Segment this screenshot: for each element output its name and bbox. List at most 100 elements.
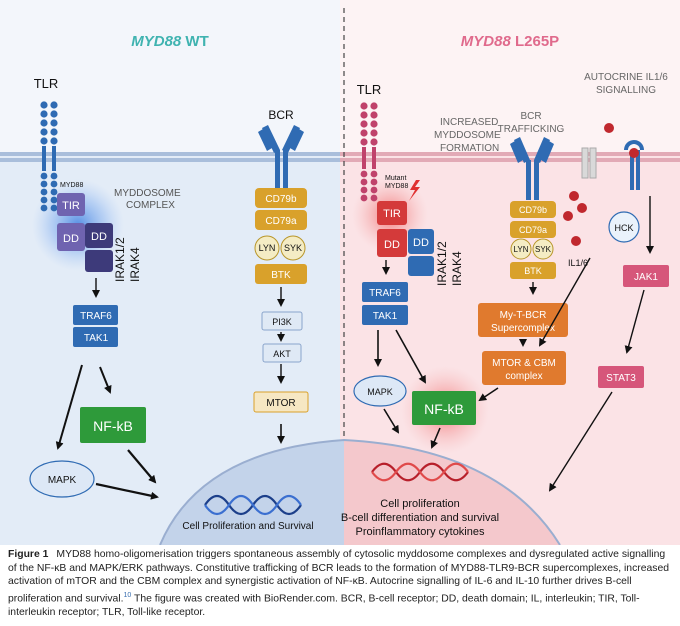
right-irak12-label: IRAK1/2 [435, 241, 449, 286]
nuclear-envelope [159, 438, 561, 545]
svg-text:DD: DD [384, 239, 400, 251]
right-autocrine-label-2: SIGNALLING [596, 85, 656, 96]
right-syk-circle: SYK [532, 238, 554, 260]
left-tak1-box: TAK1 [73, 327, 118, 347]
right-bcr-label-1: BCR [520, 111, 541, 122]
left-traf6-box: TRAF6 [73, 305, 118, 325]
svg-text:MTOR: MTOR [266, 398, 295, 409]
right-nucleus [344, 440, 560, 545]
left-dd-box: DD [57, 223, 85, 251]
svg-text:TRAF6: TRAF6 [80, 311, 112, 322]
svg-text:complex: complex [505, 371, 542, 382]
left-bcr-receptor [258, 125, 304, 188]
left-mapk-oval: MAPK [29, 460, 95, 498]
right-mutant-label-2: MYD88 [385, 183, 408, 190]
figure-label: Figure 1 [8, 549, 49, 560]
left-nucleus-text: Cell Proliferation and Survival [182, 521, 313, 532]
right-dd-box: DD [377, 229, 407, 257]
svg-text:CD79a: CD79a [519, 225, 547, 235]
svg-text:DD: DD [63, 233, 79, 245]
svg-text:AKT: AKT [273, 349, 291, 359]
left-tir-box: TIR [57, 193, 85, 216]
left-tlr-label: TLR [34, 76, 59, 91]
right-nucleus-text-3: Proinflammatory cytokines [356, 526, 485, 538]
left-title: MYD88 WT [131, 33, 209, 50]
right-mtorcbm-box: MTOR & CBM complex [482, 351, 566, 385]
right-stat3-box: STAT3 [598, 366, 644, 388]
left-lyn-circle: LYN [254, 235, 280, 261]
left-tlr-receptor [40, 101, 58, 212]
right-mapk-oval: MAPK [353, 375, 407, 407]
left-complex-label: COMPLEX [126, 200, 175, 211]
svg-text:MTOR & CBM: MTOR & CBM [492, 358, 556, 369]
right-title: MYD88 L265P [461, 33, 559, 50]
left-nucleus [160, 440, 344, 545]
svg-text:LYN: LYN [514, 245, 529, 254]
right-btk-box: BTK [510, 262, 556, 279]
right-autocrine-label-1: AUTOCRINE IL1/6 [584, 72, 668, 83]
svg-text:NF-kB: NF-kB [93, 418, 133, 434]
svg-text:CD79a: CD79a [265, 216, 297, 227]
svg-text:MAPK: MAPK [48, 475, 77, 486]
right-irak-dd-box: DD [408, 229, 434, 276]
svg-text:TAK1: TAK1 [84, 333, 109, 344]
right-increased-label-3: FORMATION [440, 143, 499, 154]
left-btk-box: BTK [255, 264, 307, 284]
svg-text:DD: DD [413, 237, 429, 249]
cell-membrane [0, 152, 680, 162]
right-dna-helix [371, 462, 469, 482]
caption-reference[interactable]: 10 [123, 591, 132, 599]
right-lyn-circle: LYN [510, 238, 532, 260]
left-mtor-box: MTOR [253, 391, 309, 413]
left-nfkb-box: NF-kB [80, 407, 146, 443]
svg-text:Supercomplex: Supercomplex [491, 323, 555, 334]
svg-text:BTK: BTK [524, 266, 542, 276]
svg-text:PI3K: PI3K [272, 317, 292, 327]
left-dna-helix [204, 494, 302, 516]
right-mytbcr-box: My-T-BCR Supercomplex [478, 303, 568, 337]
right-cd79b-box: CD79b [510, 201, 556, 218]
left-irak4-label: IRAK4 [128, 247, 142, 282]
left-myd88-label: MYD88 [60, 182, 83, 189]
svg-text:LYN: LYN [259, 243, 276, 253]
right-increased-label-1: INCREASED [440, 117, 498, 128]
right-nucleus-text-1: Cell proliferation [380, 498, 459, 510]
svg-text:SYK: SYK [284, 243, 302, 253]
right-nfkb-box: NF-kB [412, 391, 476, 425]
svg-text:CD79b: CD79b [519, 205, 547, 215]
caption-text-2: The figure was created with BioRender.co… [8, 593, 640, 618]
right-hck-circle: HCK [608, 211, 640, 243]
left-bcr-label: BCR [268, 108, 294, 122]
left-irak12-label: IRAK1/2 [113, 237, 127, 282]
right-mutant-label-1: Mutant [385, 175, 406, 182]
right-jak1-box: JAK1 [623, 265, 669, 287]
right-traf6-box: TRAF6 [362, 282, 408, 302]
right-tir-box: TIR [377, 201, 407, 225]
right-irak4-label: IRAK4 [450, 251, 464, 286]
svg-text:BTK: BTK [271, 270, 291, 281]
lightning-mutation-icon [409, 180, 420, 201]
il-secretion-channel [581, 147, 597, 179]
il16-label: IL1/6 [568, 258, 588, 268]
left-myddosome-label: MYDDOSOME [114, 188, 181, 199]
left-syk-circle: SYK [280, 235, 306, 261]
svg-text:TAK1: TAK1 [373, 311, 398, 322]
left-pi3k-box: PI3K [261, 311, 303, 331]
right-tlr-label: TLR [357, 82, 382, 97]
right-increased-label-2: MYDDOSOME [434, 130, 501, 141]
svg-text:STAT3: STAT3 [606, 373, 636, 384]
right-nucleus-text-2: B-cell differentiation and survival [341, 512, 499, 524]
left-irak-dd-box: DD [85, 223, 113, 272]
il-molecules [563, 123, 639, 246]
caption-text: MYD88 homo-oligomerisation triggers spon… [8, 549, 670, 605]
svg-text:CD79b: CD79b [265, 194, 297, 205]
pathway-diagram: MYD88 WT MYD88 L265P TLR MYD88 TIR DD [0, 0, 680, 545]
svg-text:SYK: SYK [535, 245, 552, 254]
svg-text:MAPK: MAPK [367, 387, 393, 397]
svg-text:TRAF6: TRAF6 [369, 288, 401, 299]
svg-text:JAK1: JAK1 [634, 272, 658, 283]
svg-text:My-T-BCR: My-T-BCR [500, 310, 547, 321]
right-tlr-receptor [360, 102, 378, 202]
left-akt-box: AKT [262, 343, 302, 363]
